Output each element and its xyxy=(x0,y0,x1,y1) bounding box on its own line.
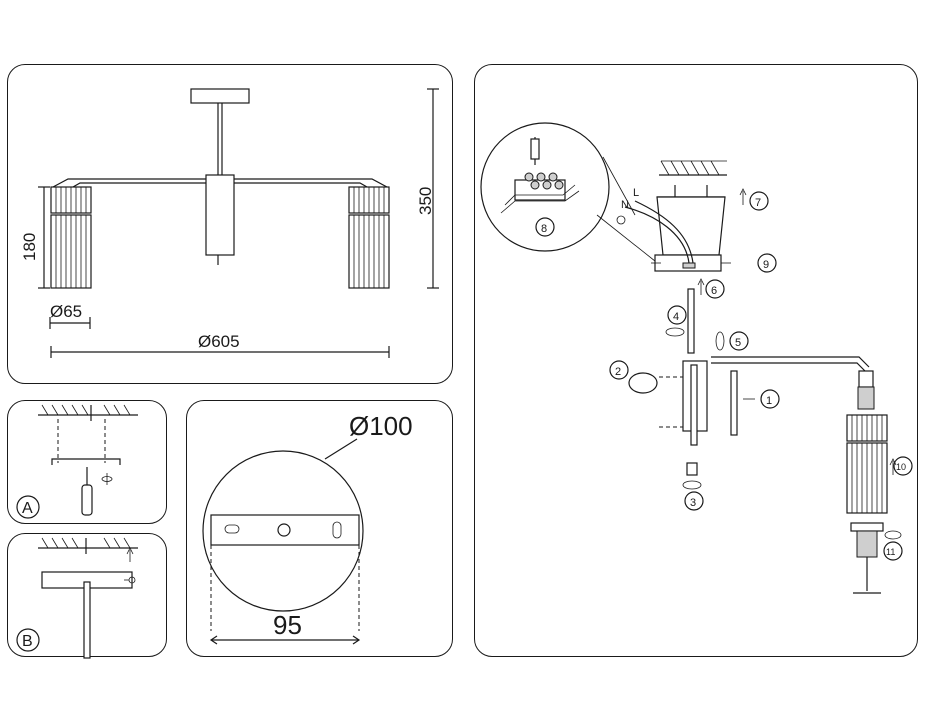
canopy xyxy=(190,88,250,104)
shade-diameter-label: Ø65 xyxy=(50,302,82,321)
step-a-label: A xyxy=(22,500,33,517)
step-6-label: 6 xyxy=(711,285,717,297)
live-wire-label: L xyxy=(633,187,639,199)
step-9-label: 9 xyxy=(763,259,769,271)
install-step-b-panel: B xyxy=(7,533,167,659)
ground-icon xyxy=(616,215,626,225)
step-8-badge xyxy=(535,217,555,237)
lamp-holder xyxy=(858,370,874,388)
step-11-label: 11 xyxy=(886,547,895,557)
assembly-panel: 8 N L 7 9 6 4 5 xyxy=(474,64,918,657)
step-3-label: 3 xyxy=(690,497,696,509)
step-8-label: 8 xyxy=(541,223,547,235)
step-7-badge xyxy=(749,191,769,211)
shade-height-label: 180 xyxy=(20,233,39,261)
install-step-a-panel: A xyxy=(7,400,167,524)
step-1-badge xyxy=(760,389,780,409)
neutral-wire-label: N xyxy=(621,199,629,211)
screwdriver-icon xyxy=(81,484,93,516)
step-1-label: 1 xyxy=(766,395,772,407)
step-5-badge xyxy=(729,331,749,351)
mount-spacing-label: 95 xyxy=(273,610,302,640)
step-b-badge xyxy=(16,628,40,652)
canopy-detail-drawing: Ø100 95 xyxy=(202,411,413,645)
step-4-label: 4 xyxy=(673,311,679,323)
overall-diameter-label: Ø605 xyxy=(198,332,240,351)
exploded-shade xyxy=(846,414,888,514)
wire-connector-detail xyxy=(628,372,658,394)
step-2-label: 2 xyxy=(615,366,621,378)
assembly-drawing: 8 N L 7 9 6 4 5 xyxy=(480,122,913,594)
canopy-mount-drawing: B xyxy=(16,537,138,659)
right-shade xyxy=(348,186,390,289)
dimensions-panel: 350 180 Ø65 Ø605 xyxy=(7,64,453,384)
step-6-badge xyxy=(705,279,725,299)
step-10-badge xyxy=(893,456,913,476)
screwdriver-icon-detail xyxy=(530,138,540,160)
stem-rod xyxy=(687,288,695,354)
step-5-label: 5 xyxy=(735,337,741,349)
step-7-label: 7 xyxy=(755,197,761,209)
canopy-detail-panel: Ø100 95 xyxy=(186,400,453,657)
step-b-label: B xyxy=(22,633,33,650)
ceiling-drilling-drawing: A xyxy=(16,404,138,519)
left-shade xyxy=(50,186,92,289)
step-a-badge xyxy=(16,495,40,519)
step-3-badge xyxy=(684,491,704,511)
mounting-bar xyxy=(210,514,360,546)
step-2-badge xyxy=(609,360,629,380)
step-10-label: 10 xyxy=(896,462,906,472)
step-9-badge xyxy=(757,253,777,273)
canopy-diameter-label: Ø100 xyxy=(349,411,413,441)
central-body xyxy=(205,174,235,256)
height-total-label: 350 xyxy=(416,187,435,215)
step-4-badge xyxy=(667,305,687,325)
canopy-cover xyxy=(656,196,726,256)
fixture-dimension-drawing: 350 180 Ø65 Ø605 xyxy=(20,88,439,358)
step-11-badge xyxy=(883,541,903,561)
